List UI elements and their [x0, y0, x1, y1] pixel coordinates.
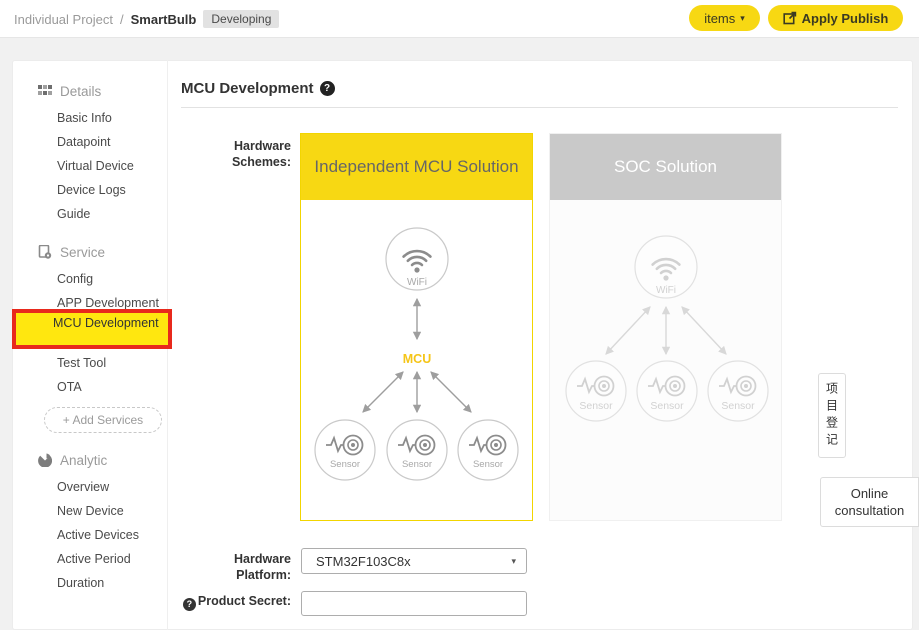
- sidebar-item-basic-info[interactable]: Basic Info: [57, 111, 112, 125]
- mcu-development-highlight-annotation: MCU Development: [12, 309, 172, 349]
- sidebar-section-analytic: Analytic: [38, 451, 107, 469]
- pie-chart-icon: [38, 453, 52, 467]
- breadcrumb-project-type[interactable]: Individual Project: [14, 11, 113, 27]
- publish-export-icon: [783, 11, 796, 25]
- wifi-icon: [402, 249, 432, 267]
- sensor-node-label: Sensor: [402, 459, 432, 470]
- sensor-node-circle: [636, 360, 698, 422]
- breadcrumb: Individual Project / SmartBulb Developin…: [14, 0, 280, 38]
- scheme-card-title: Independent MCU Solution: [301, 134, 532, 200]
- hardware-schemes-label: Hardware Schemes:: [231, 139, 291, 169]
- sensor-icon: [648, 376, 666, 395]
- sensor-nodes: Sensor Sensor: [565, 360, 769, 422]
- grid-icon: [38, 85, 52, 95]
- hardware-platform-label: Hardware Platform:: [234, 552, 291, 582]
- sensor-icon: [469, 435, 487, 454]
- sidebar-section-service: Service: [38, 243, 105, 261]
- scheme-card-title: SOC Solution: [550, 134, 781, 200]
- wifi-icon-dot: [414, 267, 420, 273]
- sidebar-item-active-devices[interactable]: Active Devices: [57, 528, 139, 542]
- page-title: MCU Development ?: [181, 80, 335, 97]
- add-services-button[interactable]: + Add Services: [44, 407, 162, 433]
- hardware-platform-select[interactable]: STM32F103C8x ▾: [301, 548, 527, 574]
- sensor-icon: [398, 435, 416, 454]
- sidebar-item-overview[interactable]: Overview: [57, 480, 110, 494]
- sensor-node-label: Sensor: [721, 400, 755, 412]
- product-secret-help-icon[interactable]: ?: [182, 598, 196, 612]
- scheme-card-soc[interactable]: SOC Solution WiFi: [549, 133, 782, 521]
- mcu-sensor-arrow-right: [430, 371, 472, 413]
- section-title: Details: [60, 83, 102, 99]
- sidebar-item-device-logs[interactable]: Device Logs: [57, 183, 126, 197]
- mcu-scheme-diagram: WiFi MCU Sensor: [314, 227, 519, 481]
- sidebar-item-duration[interactable]: Duration: [57, 576, 105, 590]
- items-dropdown-button[interactable]: items ▾: [689, 5, 760, 31]
- sidebar-item-config[interactable]: Config: [57, 272, 94, 286]
- sensor-node-label: Sensor: [650, 400, 684, 412]
- sidebar-item-test-tool[interactable]: Test Tool: [57, 356, 107, 370]
- section-title: Analytic: [60, 452, 108, 468]
- wifi-node-circle: [385, 227, 449, 291]
- title-divider: [181, 107, 898, 108]
- apply-publish-label: Apply Publish: [801, 10, 889, 26]
- sensor-icon: [577, 376, 595, 395]
- items-button-label: items: [704, 10, 736, 26]
- service-icon: [38, 245, 52, 259]
- soc-scheme-diagram: WiFi Sensor: [565, 235, 769, 422]
- scheme-card-independent-mcu[interactable]: Independent MCU Solution WiFi MCU: [300, 133, 533, 521]
- wifi-icon: [651, 257, 681, 275]
- section-title: Service: [60, 244, 106, 260]
- sensor-icon: [326, 435, 344, 454]
- project-registration-label: 项目登记: [824, 381, 839, 450]
- mcu-node-label: MCU: [403, 352, 431, 366]
- sensor-nodes: Sensor Sensor Sensor: [314, 419, 519, 481]
- wifi-node-circle: [634, 235, 698, 299]
- wifi-node-label: WiFi: [407, 277, 427, 288]
- chevron-down-icon: ▾: [740, 12, 745, 23]
- mcu-sensor-arrow-left: [362, 371, 404, 413]
- select-caret-icon: ▾: [511, 555, 516, 566]
- breadcrumb-separator: /: [120, 11, 124, 27]
- sidebar-item-app-development[interactable]: APP Development: [57, 296, 159, 310]
- sensor-node-label: Sensor: [579, 400, 613, 412]
- sensor-node-circle: [707, 360, 769, 422]
- sidebar-item-ota[interactable]: OTA: [57, 380, 82, 394]
- sensor-node-label: Sensor: [473, 459, 503, 470]
- sensor-icon: [719, 376, 737, 395]
- help-icon[interactable]: ?: [319, 81, 335, 96]
- top-bar: Individual Project / SmartBulb Developin…: [0, 0, 919, 38]
- sidebar-item-new-device[interactable]: New Device: [57, 504, 124, 518]
- breadcrumb-project-name: SmartBulb: [130, 11, 197, 27]
- sidebar-item-guide[interactable]: Guide: [57, 207, 91, 221]
- sidebar-item-active-period[interactable]: Active Period: [57, 552, 131, 566]
- sidebar-item-mcu-development[interactable]: MCU Development: [53, 316, 159, 330]
- sidebar-item-datapoint[interactable]: Datapoint: [57, 135, 111, 149]
- apply-publish-button[interactable]: Apply Publish: [768, 5, 903, 31]
- wifi-icon-dot: [663, 275, 669, 281]
- sensor-node-label: Sensor: [330, 459, 360, 470]
- wifi-node-label: WiFi: [656, 285, 676, 296]
- wifi-sensor-arrow-left: [605, 306, 651, 355]
- product-secret-input[interactable]: [301, 591, 527, 616]
- hardware-platform-value: STM32F103C8x: [316, 553, 411, 569]
- online-consultation-button[interactable]: Online consultation: [820, 477, 919, 527]
- sensor-node-circle: [565, 360, 627, 422]
- project-status-badge: Developing: [203, 10, 280, 28]
- sidebar-item-virtual-device[interactable]: Virtual Device: [57, 159, 134, 173]
- page-title-text: MCU Development: [181, 80, 314, 97]
- wifi-sensor-arrow-right: [681, 306, 727, 355]
- project-registration-button[interactable]: 项目登记: [818, 373, 846, 458]
- product-secret-label: ?Product Secret:: [181, 594, 291, 612]
- product-secret-label-text: Product Secret:: [197, 594, 291, 608]
- sidebar-section-details: Details: [38, 82, 101, 100]
